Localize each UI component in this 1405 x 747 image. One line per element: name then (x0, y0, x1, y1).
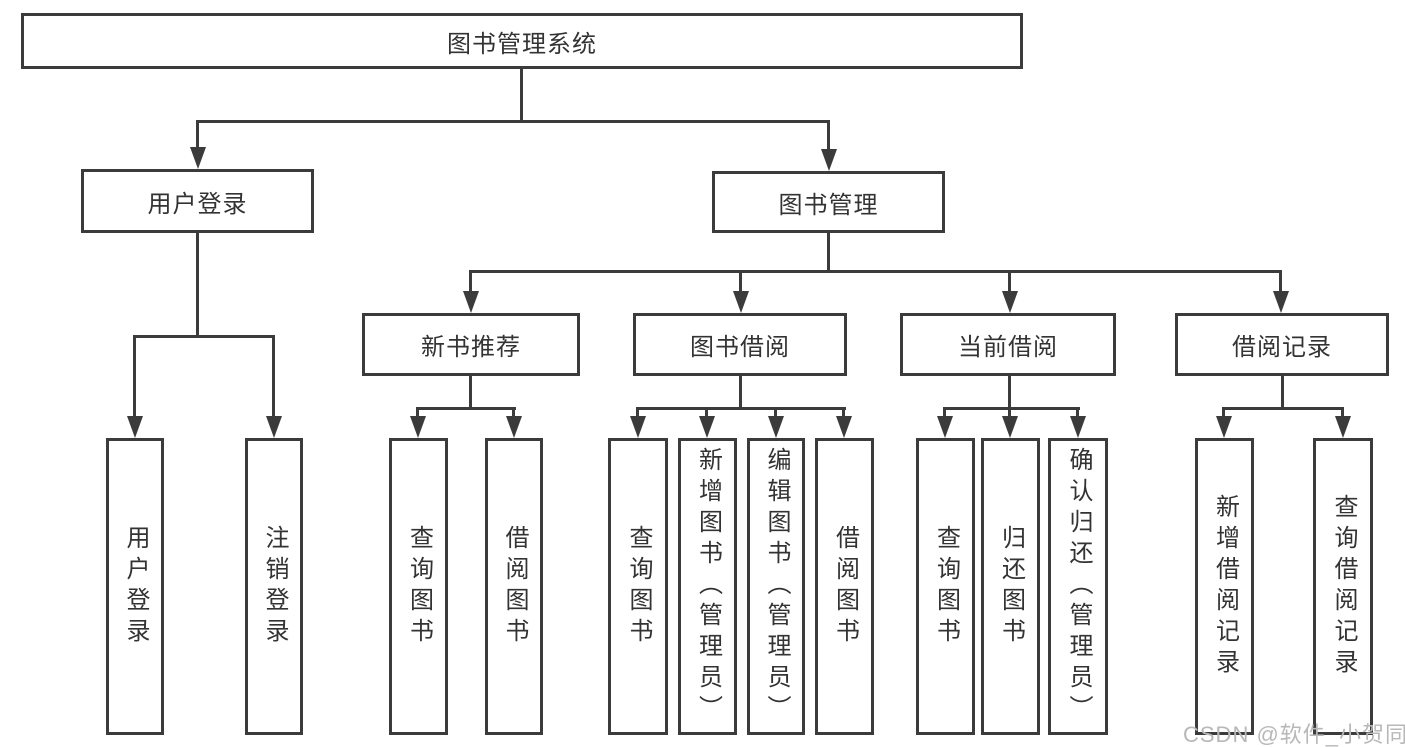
arrow-down-icon (630, 416, 646, 438)
arrow-down-icon (733, 291, 749, 313)
node-current-confirm-return-admin: 确认归还（管理员） (1048, 438, 1108, 735)
node-label: 查询图书 (625, 524, 652, 649)
arrow-down-icon (768, 416, 784, 438)
node-book-management: 图书管理 (712, 171, 945, 233)
node-label: 注销登录 (261, 524, 288, 649)
connector-line (1279, 270, 1282, 293)
node-label: 用户登录 (122, 524, 149, 649)
connector-line (197, 120, 830, 123)
arrow-down-icon (699, 416, 715, 438)
node-current-borrow: 当前借阅 (900, 313, 1116, 376)
node-label: 归还图书 (997, 524, 1025, 649)
connector-line (469, 376, 472, 407)
node-recommend-query-book: 查询图书 (389, 438, 448, 735)
arrow-down-icon (1002, 291, 1018, 313)
node-label: 用户登录 (147, 190, 248, 218)
node-label: 新增图书（管理员） (694, 447, 722, 726)
connector-line (1281, 376, 1284, 407)
connector-line (1008, 407, 1011, 418)
node-borrow-records: 借阅记录 (1175, 313, 1389, 376)
node-label: 图书管理系统 (447, 30, 597, 58)
connector-line (943, 407, 946, 418)
connector-line (1222, 407, 1225, 418)
node-borrow-edit-book-admin: 编辑图书（管理员） (747, 438, 805, 735)
arrow-down-icon (506, 416, 522, 438)
node-book-borrow: 图书借阅 (633, 313, 847, 376)
connector-line (512, 407, 515, 418)
connector-line (705, 407, 708, 418)
connector-line (272, 335, 275, 418)
node-label: 图书管理 (778, 191, 879, 219)
arrow-down-icon (1335, 416, 1351, 438)
connector-line (416, 407, 516, 410)
node-label: 借阅图书 (501, 524, 528, 649)
connector-line (1341, 407, 1344, 418)
arrow-down-icon (266, 416, 282, 438)
node-user-login-leaf: 用户登录 (106, 438, 164, 735)
connector-line (133, 335, 275, 338)
connector-line (196, 120, 199, 150)
node-label: 借阅记录 (1232, 334, 1332, 361)
arrow-down-icon (821, 149, 837, 171)
node-label: 借阅图书 (831, 524, 859, 649)
node-records-query-record: 查询借阅记录 (1313, 438, 1373, 735)
node-label: 编辑图书（管理员） (763, 447, 790, 726)
connector-line (943, 407, 1080, 410)
node-borrow-borrow-book: 借阅图书 (815, 438, 874, 735)
node-new-book-recommend: 新书推荐 (362, 313, 580, 376)
node-label: 查询借阅记录 (1330, 493, 1357, 680)
node-borrow-query-book: 查询图书 (608, 438, 668, 735)
node-current-query-book: 查询图书 (916, 438, 975, 735)
arrow-down-icon (1273, 291, 1289, 313)
arrow-down-icon (1216, 416, 1232, 438)
connector-line (774, 407, 777, 418)
connector-line (739, 270, 742, 293)
node-root-system: 图书管理系统 (21, 13, 1023, 69)
node-borrow-add-book-admin: 新增图书（管理员） (678, 438, 737, 735)
node-recommend-borrow-book: 借阅图书 (485, 438, 543, 735)
node-user-login: 用户登录 (81, 169, 314, 233)
arrow-down-icon (463, 291, 479, 313)
arrow-down-icon (1070, 416, 1086, 438)
connector-line (1008, 376, 1011, 407)
connector-line (739, 376, 742, 407)
connector-line (636, 407, 846, 410)
connector-line (1076, 407, 1079, 418)
node-label: 新书推荐 (421, 334, 521, 361)
connector-line (520, 69, 523, 120)
arrow-down-icon (410, 416, 426, 438)
node-label: 查询图书 (932, 524, 960, 649)
arrow-down-icon (190, 147, 206, 169)
connector-line (133, 335, 136, 418)
connector-line (827, 120, 830, 152)
connector-line (827, 233, 830, 270)
arrow-down-icon (836, 416, 852, 438)
connector-line (469, 270, 472, 293)
connector-line (1222, 407, 1343, 410)
arrow-down-icon (1002, 416, 1018, 438)
connector-line (416, 407, 419, 418)
node-label: 图书借阅 (690, 334, 790, 361)
node-label: 查询图书 (405, 524, 433, 649)
node-label: 新增借阅记录 (1211, 493, 1239, 680)
connector-line (469, 270, 1282, 273)
node-label: 当前借阅 (958, 334, 1058, 361)
arrow-down-icon (937, 416, 953, 438)
node-logout: 注销登录 (245, 438, 303, 735)
connector-line (842, 407, 845, 418)
connector-line (1008, 270, 1011, 293)
connector-line (636, 407, 639, 418)
node-label: 确认归还（管理员） (1065, 447, 1092, 726)
node-current-return-book: 归还图书 (981, 438, 1040, 735)
csdn-watermark: CSDN @软件_小贺同学 (1183, 722, 1405, 747)
node-records-add-record: 新增借阅记录 (1195, 438, 1254, 735)
arrow-down-icon (127, 416, 143, 438)
connector-line (196, 233, 199, 335)
